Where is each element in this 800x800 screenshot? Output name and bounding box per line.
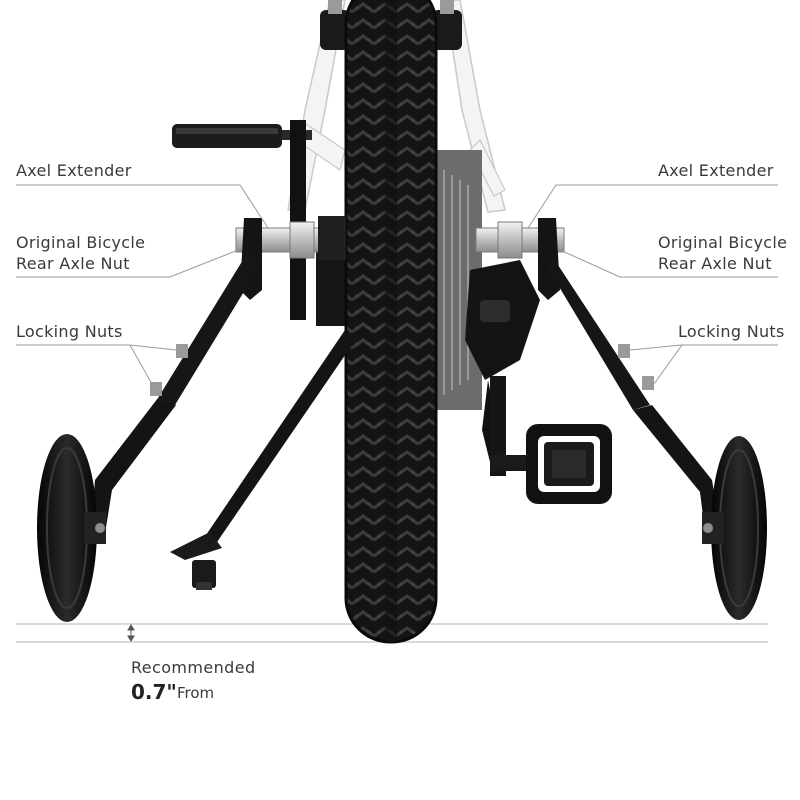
left-axle-nut: [289, 221, 315, 259]
right-axle-nut: [497, 221, 523, 259]
recommendation-suffix: From: [177, 684, 215, 702]
right-pedal: [490, 376, 612, 504]
left-locking-nut-1: [176, 344, 188, 358]
label-right-axel-extender: Axel Extender: [658, 161, 774, 180]
label-left-axle-nut-line2: Rear Axle Nut: [16, 254, 130, 273]
rear-tire: [344, 0, 438, 644]
left-locking-nut-2: [150, 382, 162, 396]
left-training-wheel: [37, 434, 97, 622]
label-right-axle-nut-line2: Rear Axle Nut: [658, 254, 772, 273]
left-training-wheel-assembly: [37, 216, 346, 622]
gap-dimension-arrow: [127, 624, 135, 642]
recommendation-value: 0.7": [131, 680, 177, 704]
label-left-locking-nuts: Locking Nuts: [16, 322, 123, 341]
label-right-axle-nut-line1: Original Bicycle: [658, 233, 788, 252]
right-locking-nut-2: [642, 376, 654, 390]
recommendation-title: Recommended: [131, 658, 256, 677]
leader-lines: [16, 184, 778, 385]
label-left-axle-nut-line1: Original Bicycle: [16, 233, 146, 252]
right-training-wheel-assembly: [475, 218, 767, 620]
right-training-wheel: [711, 436, 767, 620]
right-locking-nut-1: [618, 344, 630, 358]
label-right-locking-nuts: Locking Nuts: [678, 322, 785, 341]
rear-cassette: [432, 150, 540, 470]
kickstand: [170, 330, 352, 590]
label-left-axel-extender: Axel Extender: [16, 161, 132, 180]
